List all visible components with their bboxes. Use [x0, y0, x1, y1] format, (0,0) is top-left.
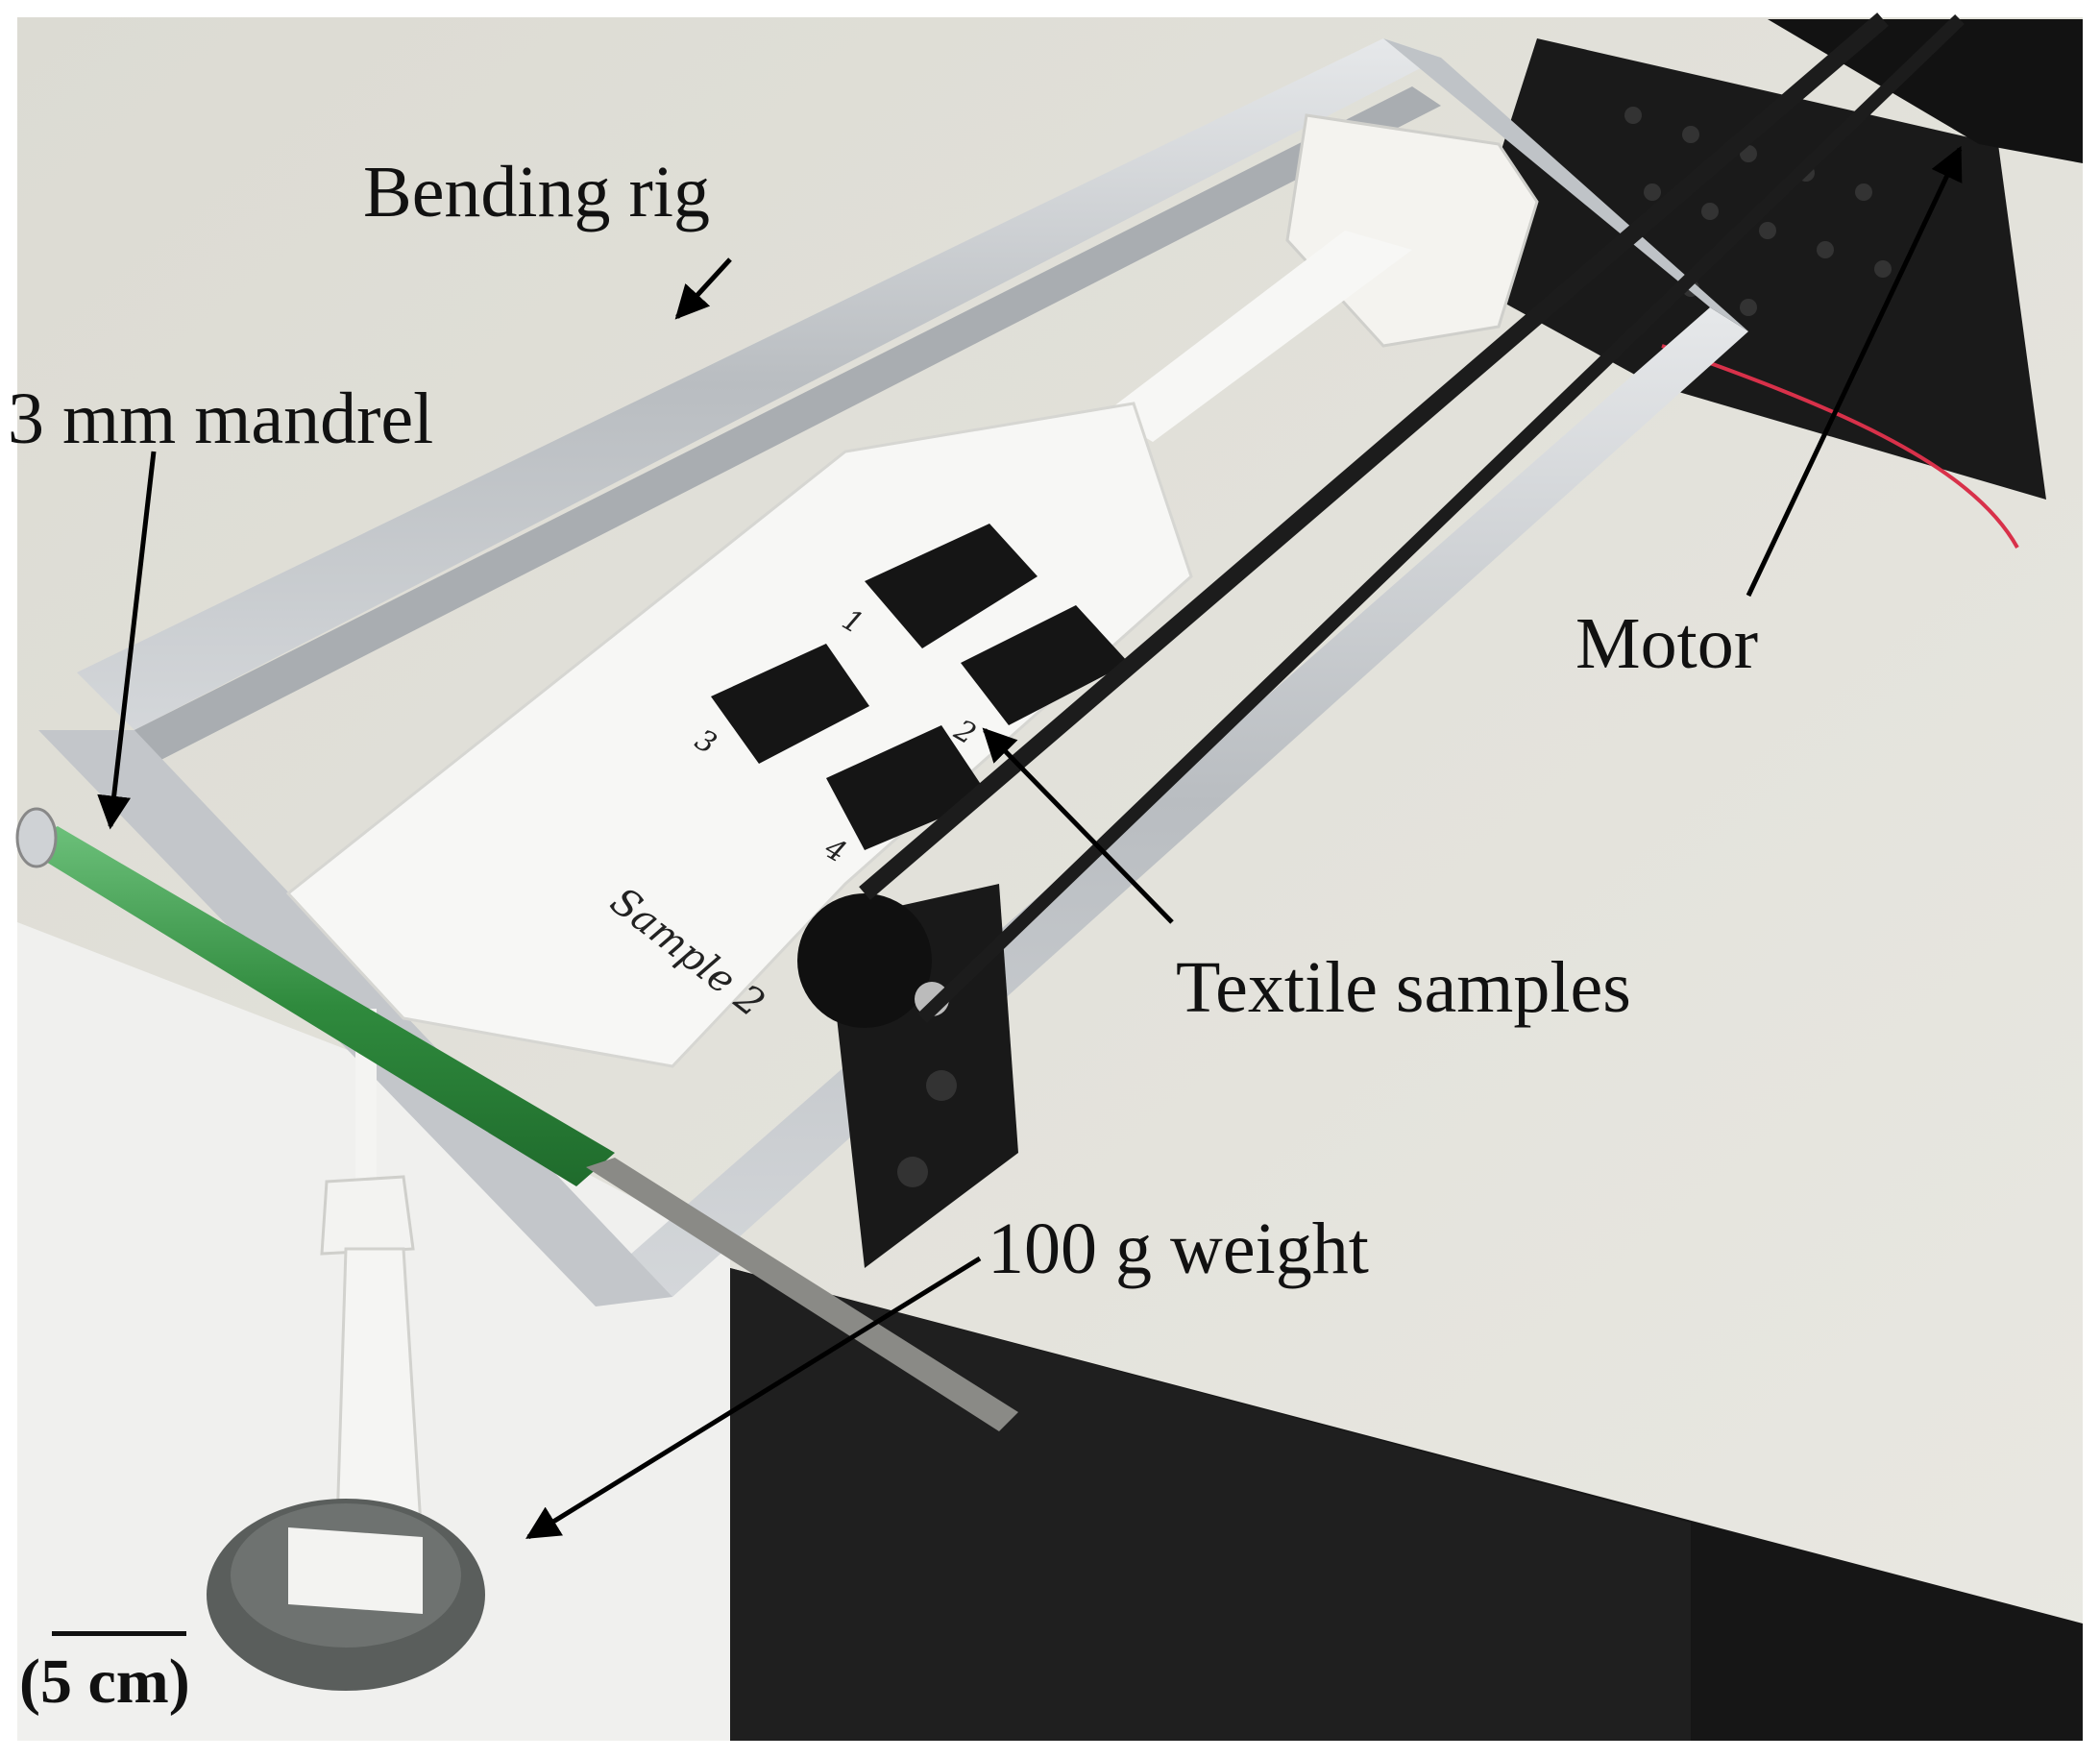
arrow-mandrel: [97, 451, 157, 830]
metal-shaft: [586, 1158, 1018, 1431]
aluminium-rail-far: [77, 38, 1441, 730]
label-bending-rig: Bending rig: [363, 152, 710, 232]
arrow-weight: [525, 1256, 982, 1540]
arrow-textile: [982, 727, 1174, 924]
pulley: [797, 893, 932, 1028]
textile-electrodes: [711, 524, 1129, 850]
label-motor: Motor: [1575, 603, 1758, 684]
drive-belt-lower: [917, 13, 1965, 1024]
label-textile-samples: Textile samples: [1176, 947, 1631, 1028]
photo-area: [15, 12, 2083, 1741]
mandrel-rod: [19, 826, 615, 1186]
arrow-motor: [1746, 145, 1963, 598]
label-weight: 100 g weight: [988, 1209, 1369, 1289]
arrow-bending-rig: [674, 257, 732, 320]
motor-plate: [1460, 38, 2046, 500]
label-mandrel: 3 mm mandrel: [8, 378, 434, 459]
drive-belt-upper: [859, 12, 1889, 900]
scale-bar: [52, 1631, 186, 1636]
scale-label: (5 cm): [19, 1647, 190, 1717]
annotation-arrows: [97, 145, 1963, 1540]
